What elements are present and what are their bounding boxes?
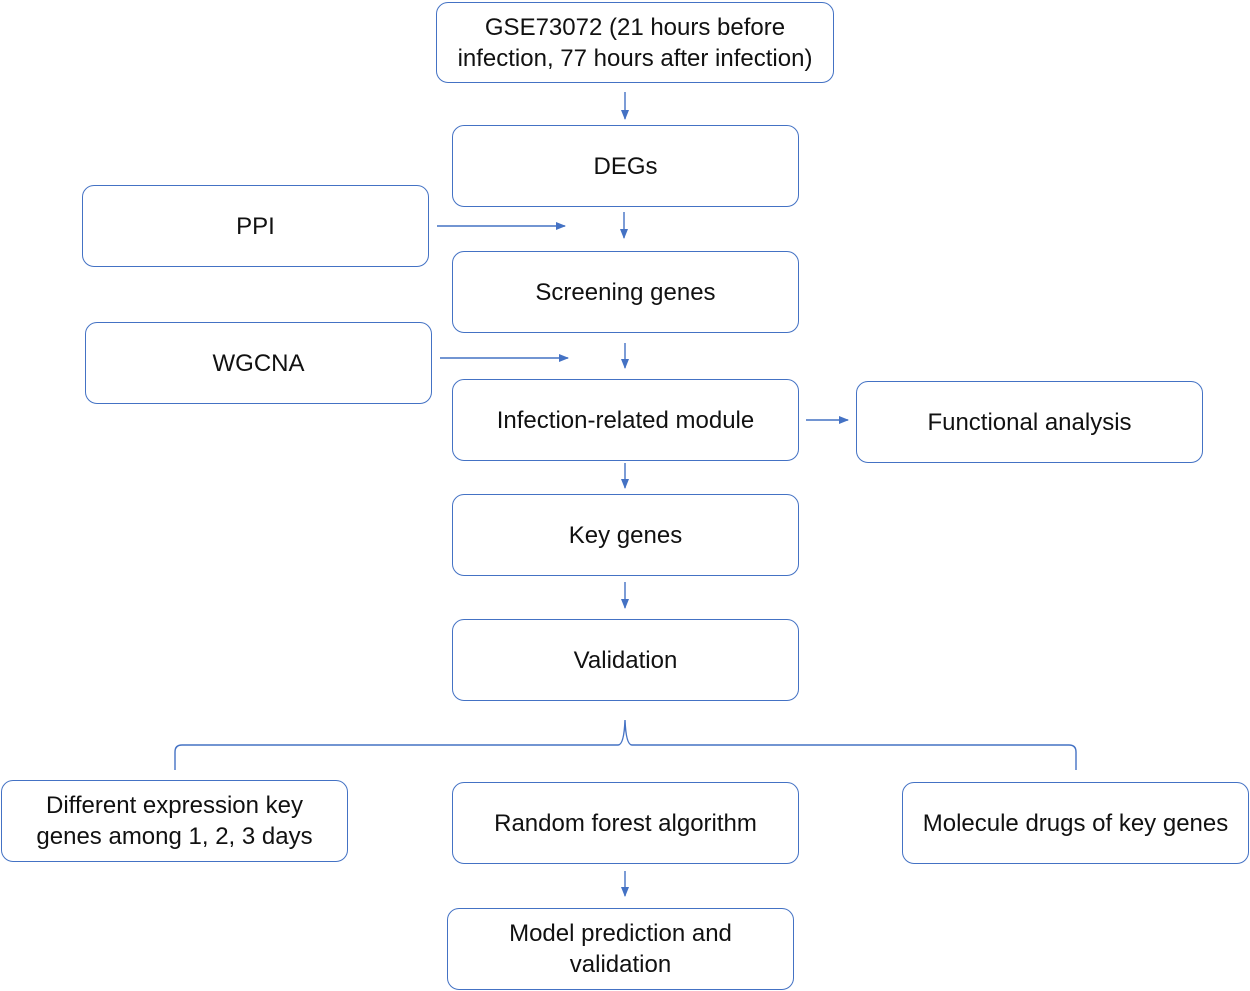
random-forest-node: Random forest algorithm	[452, 782, 799, 864]
wgcna-node: WGCNA	[85, 322, 432, 404]
screening-genes-label: Screening genes	[535, 278, 716, 306]
infection-module-node: Infection-related module	[452, 379, 799, 461]
validation-label: Validation	[573, 646, 678, 674]
screening-genes-node: Screening genes	[452, 251, 799, 333]
key-genes-label: Key genes	[568, 521, 683, 549]
dataset-node: GSE73072 (21 hours before infection, 77 …	[436, 2, 834, 83]
diff-expression-node: Different expression key genes among 1, …	[1, 780, 348, 862]
ppi-label: PPI	[236, 212, 275, 240]
functional-analysis-label: Functional analysis	[927, 408, 1132, 436]
infection-module-label: Infection-related module	[496, 406, 755, 434]
diff-expression-label: Different expression key genes among 1, …	[36, 792, 313, 850]
functional-analysis-node: Functional analysis	[856, 381, 1203, 463]
degs-label: DEGs	[593, 152, 658, 180]
ppi-node: PPI	[82, 185, 429, 267]
molecule-drugs-label: Molecule drugs of key genes	[922, 809, 1229, 837]
dataset-label: GSE73072 (21 hours before infection, 77 …	[457, 13, 813, 72]
degs-node: DEGs	[452, 125, 799, 207]
wgcna-label: WGCNA	[212, 349, 305, 377]
validation-node: Validation	[452, 619, 799, 701]
random-forest-label: Random forest algorithm	[494, 809, 757, 837]
key-genes-node: Key genes	[452, 494, 799, 576]
model-prediction-label: Model prediction and validation	[509, 920, 732, 978]
molecule-drugs-node: Molecule drugs of key genes	[902, 782, 1249, 864]
bracket-validation-split	[174, 719, 1077, 770]
model-prediction-node: Model prediction and validation	[447, 908, 794, 990]
